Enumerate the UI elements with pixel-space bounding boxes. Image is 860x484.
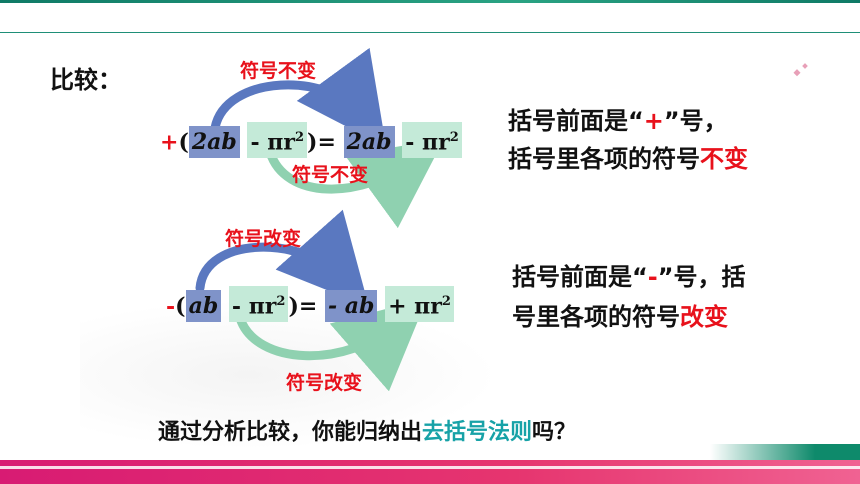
row1-open-paren: ( [178,129,189,156]
bottom-right-accent [710,444,860,462]
row1-top-arrow [210,47,387,148]
row2-equation: -(ab - πr2)= - ab + πr2 [166,286,454,323]
row1-equation: +(2ab - πr2)= 2ab - πr2 [160,122,462,159]
row1-bottom-arrow [265,138,445,229]
row2-rhs-term1: - ab [324,290,378,323]
row1-description-line2: 括号里各项的符号不变 [508,145,748,173]
row2-bottom-arrow [235,298,428,392]
background-decoration [80,300,500,450]
compare-label: 比较： [50,66,122,94]
row2-close-eq: )= [288,293,318,320]
header-divider [0,32,860,33]
row2-open-paren: ( [175,293,186,320]
row2-rhs-term2: + πr2 [385,286,454,323]
row1-sign: + [160,129,179,156]
row1-lhs-term2: - πr2 [247,122,308,159]
row2-description-line2: 号里各项的符号改变 [512,303,728,331]
row1-rhs-term1: 2ab [343,126,395,159]
row1-rhs-term2: - πr2 [402,122,462,159]
top-accent-line [0,0,860,3]
row1-description-line1: 括号前面是“+”号， [508,107,728,135]
bottom-accent-bar [0,460,860,484]
row1-close-eq: )= [307,129,336,156]
row1-top-label: 符号不变 [240,60,317,82]
row1-bottom-label: 符号不变 [292,164,369,186]
row2-top-arrow [195,209,369,307]
summary-question: 通过分析比较，你能归纳出去括号法则吗？ [158,420,577,445]
row1-lhs-term1: 2ab [188,126,240,159]
row2-description-line1: 括号前面是“-”号，括 [512,263,746,291]
row2-lhs-term1: ab [185,290,222,323]
row2-sign: - [166,293,176,320]
row2-top-label: 符号改变 [225,228,302,250]
row2-bottom-label: 符号改变 [286,372,363,394]
row2-lhs-term2: - πr2 [228,286,289,323]
sparkle-decoration [793,63,808,77]
